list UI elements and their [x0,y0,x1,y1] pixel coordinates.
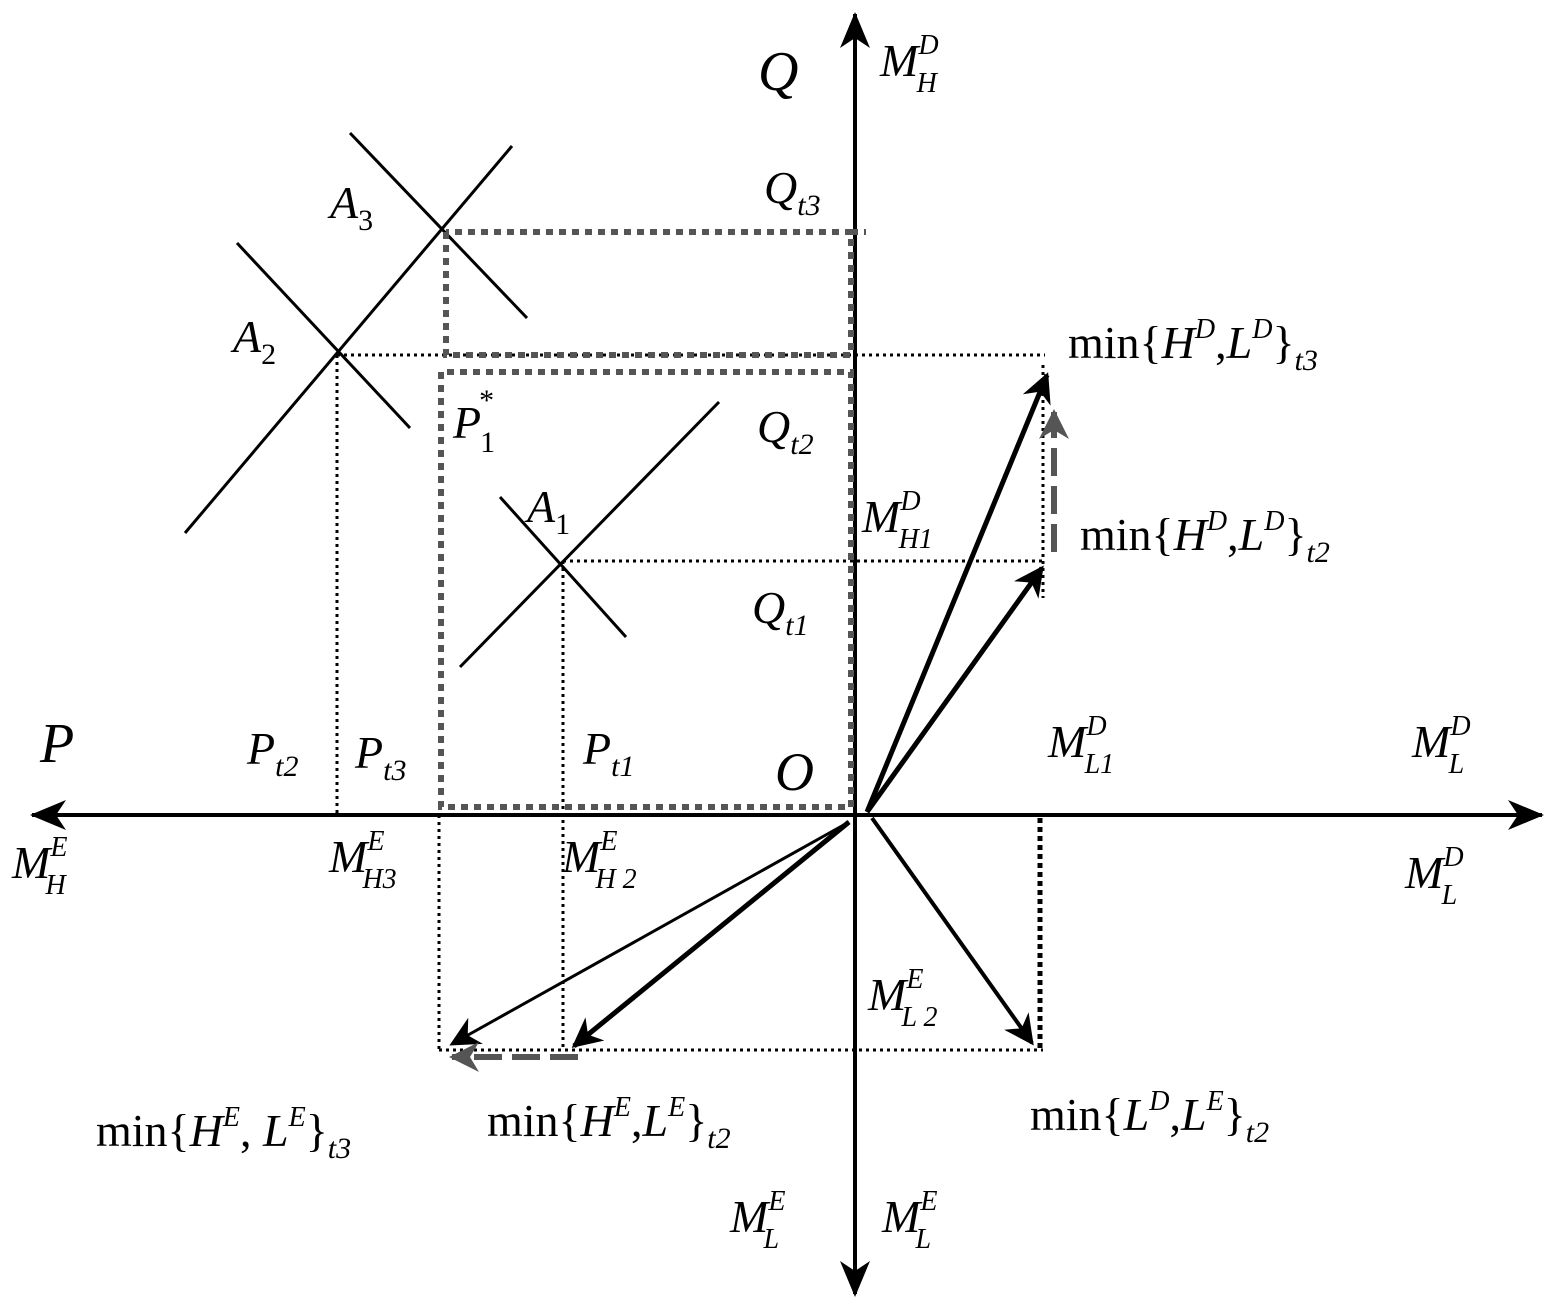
curves [183,131,721,669]
point-label-A2: A2 [230,311,276,371]
arrowhead-left [30,800,66,830]
dotted-guides [335,353,1045,1052]
point-label-A1: A1 [524,481,570,541]
gray-shift-arrows [449,409,1069,1072]
demand-line-1 [498,495,628,639]
point-label-P1-star: P*1 [452,384,495,459]
origin-label: O [775,742,814,802]
axes [30,12,1544,1297]
label-Qt3: Qt3 [764,162,821,222]
arrowhead-top [840,12,870,48]
gray-dashed-boxes [438,229,866,810]
label-Qt2: Qt2 [757,401,814,461]
axis-label-P: P [39,713,74,775]
label-min-HE-LE-t3: min{HE, LE}t3 [96,1102,351,1165]
vectors [449,372,1051,1048]
label-Qt1: Qt1 [752,582,809,642]
point-label-A3: A3 [327,177,373,237]
label-Pt1: Pt1 [582,723,634,783]
supply-line-2 [183,145,514,534]
vector-min-HD-LD-t3 [864,372,1051,813]
box-Qt3 [443,229,854,358]
axis-label-Q: Q [758,41,798,103]
demand-line-3 [348,131,529,320]
vector-min-LD-LE-t2 [870,816,1034,1046]
label-min-HD-LD-t2: min{HD,LD}t2 [1080,506,1330,569]
vector-min-HD-LD-t2 [864,565,1045,814]
box-main [438,369,854,810]
label-min-LD-LE-t2: min{LD,LE}t2 [1030,1086,1269,1149]
arrowhead-bottom [840,1261,870,1297]
label-min-HE-LE-t2: min{HE,LE}t2 [487,1092,731,1155]
vector-min-HE-LE-t2 [571,820,851,1048]
label-Pt2: Pt2 [246,723,298,783]
label-min-HD-LD-t3: min{HD,LD}t3 [1068,314,1318,377]
arrowhead-right [1508,800,1544,830]
demand-line-2 [235,241,412,430]
vector-min-HE-LE-t3 [449,820,850,1046]
label-Pt3: Pt3 [354,727,406,787]
supply-line-1 [458,400,721,669]
